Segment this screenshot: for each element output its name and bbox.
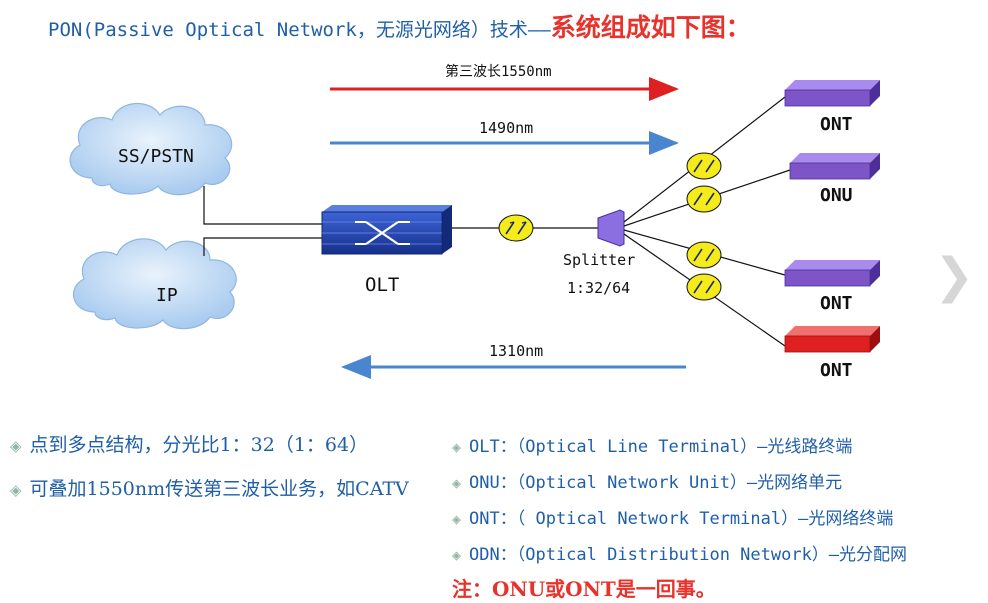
- terminal-3: ONT: [784, 260, 880, 314]
- connector-olt-side: [498, 214, 534, 242]
- splitter-ratio: 1:32/64: [567, 279, 630, 297]
- title-accent: 系统组成如下图：: [550, 13, 751, 42]
- link-ss-pstn-olt: [203, 186, 322, 225]
- page-title: PON(Passive Optical Network，无源光网络）技术——系统…: [48, 8, 751, 44]
- terminal-3-label: ONT: [820, 293, 853, 314]
- terminal-1: ONT: [784, 80, 880, 135]
- right-bullet-1: ◈ OLT：（Optical Line Terminal）—光线路终端: [452, 432, 852, 457]
- terminal-2-label: ONU: [820, 185, 853, 206]
- diamond-icon: ◈: [452, 546, 462, 564]
- cloud-ss-pstn: SS/PSTN: [69, 102, 233, 196]
- diamond-icon: ◈: [452, 438, 462, 456]
- cloud-bottom-label: IP: [156, 285, 178, 306]
- diamond-icon: ◈: [10, 481, 22, 499]
- connector-branch-3: [686, 241, 722, 269]
- left-bullet-1: ◈ 点到多点结构，分光比1：32（1：64）: [10, 430, 368, 457]
- arrow-1550-label: 第三波长1550nm: [445, 63, 552, 80]
- pon-diagram: 第三波长1550nm 1490nm 1310nm SS/PSTN IP OLT …: [69, 63, 880, 381]
- right-bullet-3: ◈ ONT：（ Optical Network Terminal）—光网络终端: [452, 504, 893, 529]
- right-bullet-2: ◈ ONU：（Optical Network Unit）—光网络单元: [452, 468, 842, 493]
- terminal-4: ONT: [784, 326, 880, 381]
- right-bullet-4: ◈ ODN：（Optical Distribution Network）—光分配网: [452, 540, 907, 565]
- chevron-right-icon[interactable]: ❯: [934, 248, 975, 304]
- terminal-1-label: ONT: [820, 114, 853, 135]
- diamond-icon: ◈: [452, 510, 462, 528]
- cloud-top-label: SS/PSTN: [118, 146, 194, 167]
- cloud-ip: IP: [73, 238, 237, 330]
- terminal-2: ONU: [789, 153, 880, 206]
- connector-branch-4: [686, 273, 722, 301]
- link-ip-olt: [203, 237, 322, 256]
- right-bullet-3-text: ONT：（ Optical Network Terminal）—光网络终端: [469, 509, 894, 529]
- terminal-4-label: ONT: [820, 360, 853, 381]
- connector-branch-2: [686, 185, 722, 213]
- diamond-icon: ◈: [452, 474, 462, 492]
- left-bullet-2: ◈ 可叠加1550nm传送第三波长业务，如CATV: [10, 474, 440, 505]
- olt-label: OLT: [365, 274, 399, 296]
- note-text: 注：ONU或ONT是一回事。: [452, 577, 716, 601]
- connector-branch-1: [686, 152, 722, 180]
- right-bullet-4-text: ODN：（Optical Distribution Network）—光分配网: [469, 545, 908, 565]
- title-prefix: PON(Passive Optical Network，无源光网络）技术——: [48, 19, 551, 41]
- splitter-label: Splitter: [563, 251, 635, 269]
- left-bullet-2-text: 可叠加1550nm传送第三波长业务，如CATV: [29, 478, 409, 500]
- splitter-device: [597, 209, 625, 247]
- left-bullet-1-text: 点到多点结构，分光比1：32（1：64）: [29, 434, 369, 456]
- right-bullet-1-text: OLT：（Optical Line Terminal）—光线路终端: [469, 437, 853, 457]
- diamond-icon: ◈: [10, 437, 22, 455]
- arrow-1310-label: 1310nm: [489, 342, 543, 360]
- right-bullet-2-text: ONU：（Optical Network Unit）—光网络单元: [469, 473, 843, 493]
- arrow-1490-label: 1490nm: [479, 119, 533, 137]
- olt-device: [321, 205, 452, 255]
